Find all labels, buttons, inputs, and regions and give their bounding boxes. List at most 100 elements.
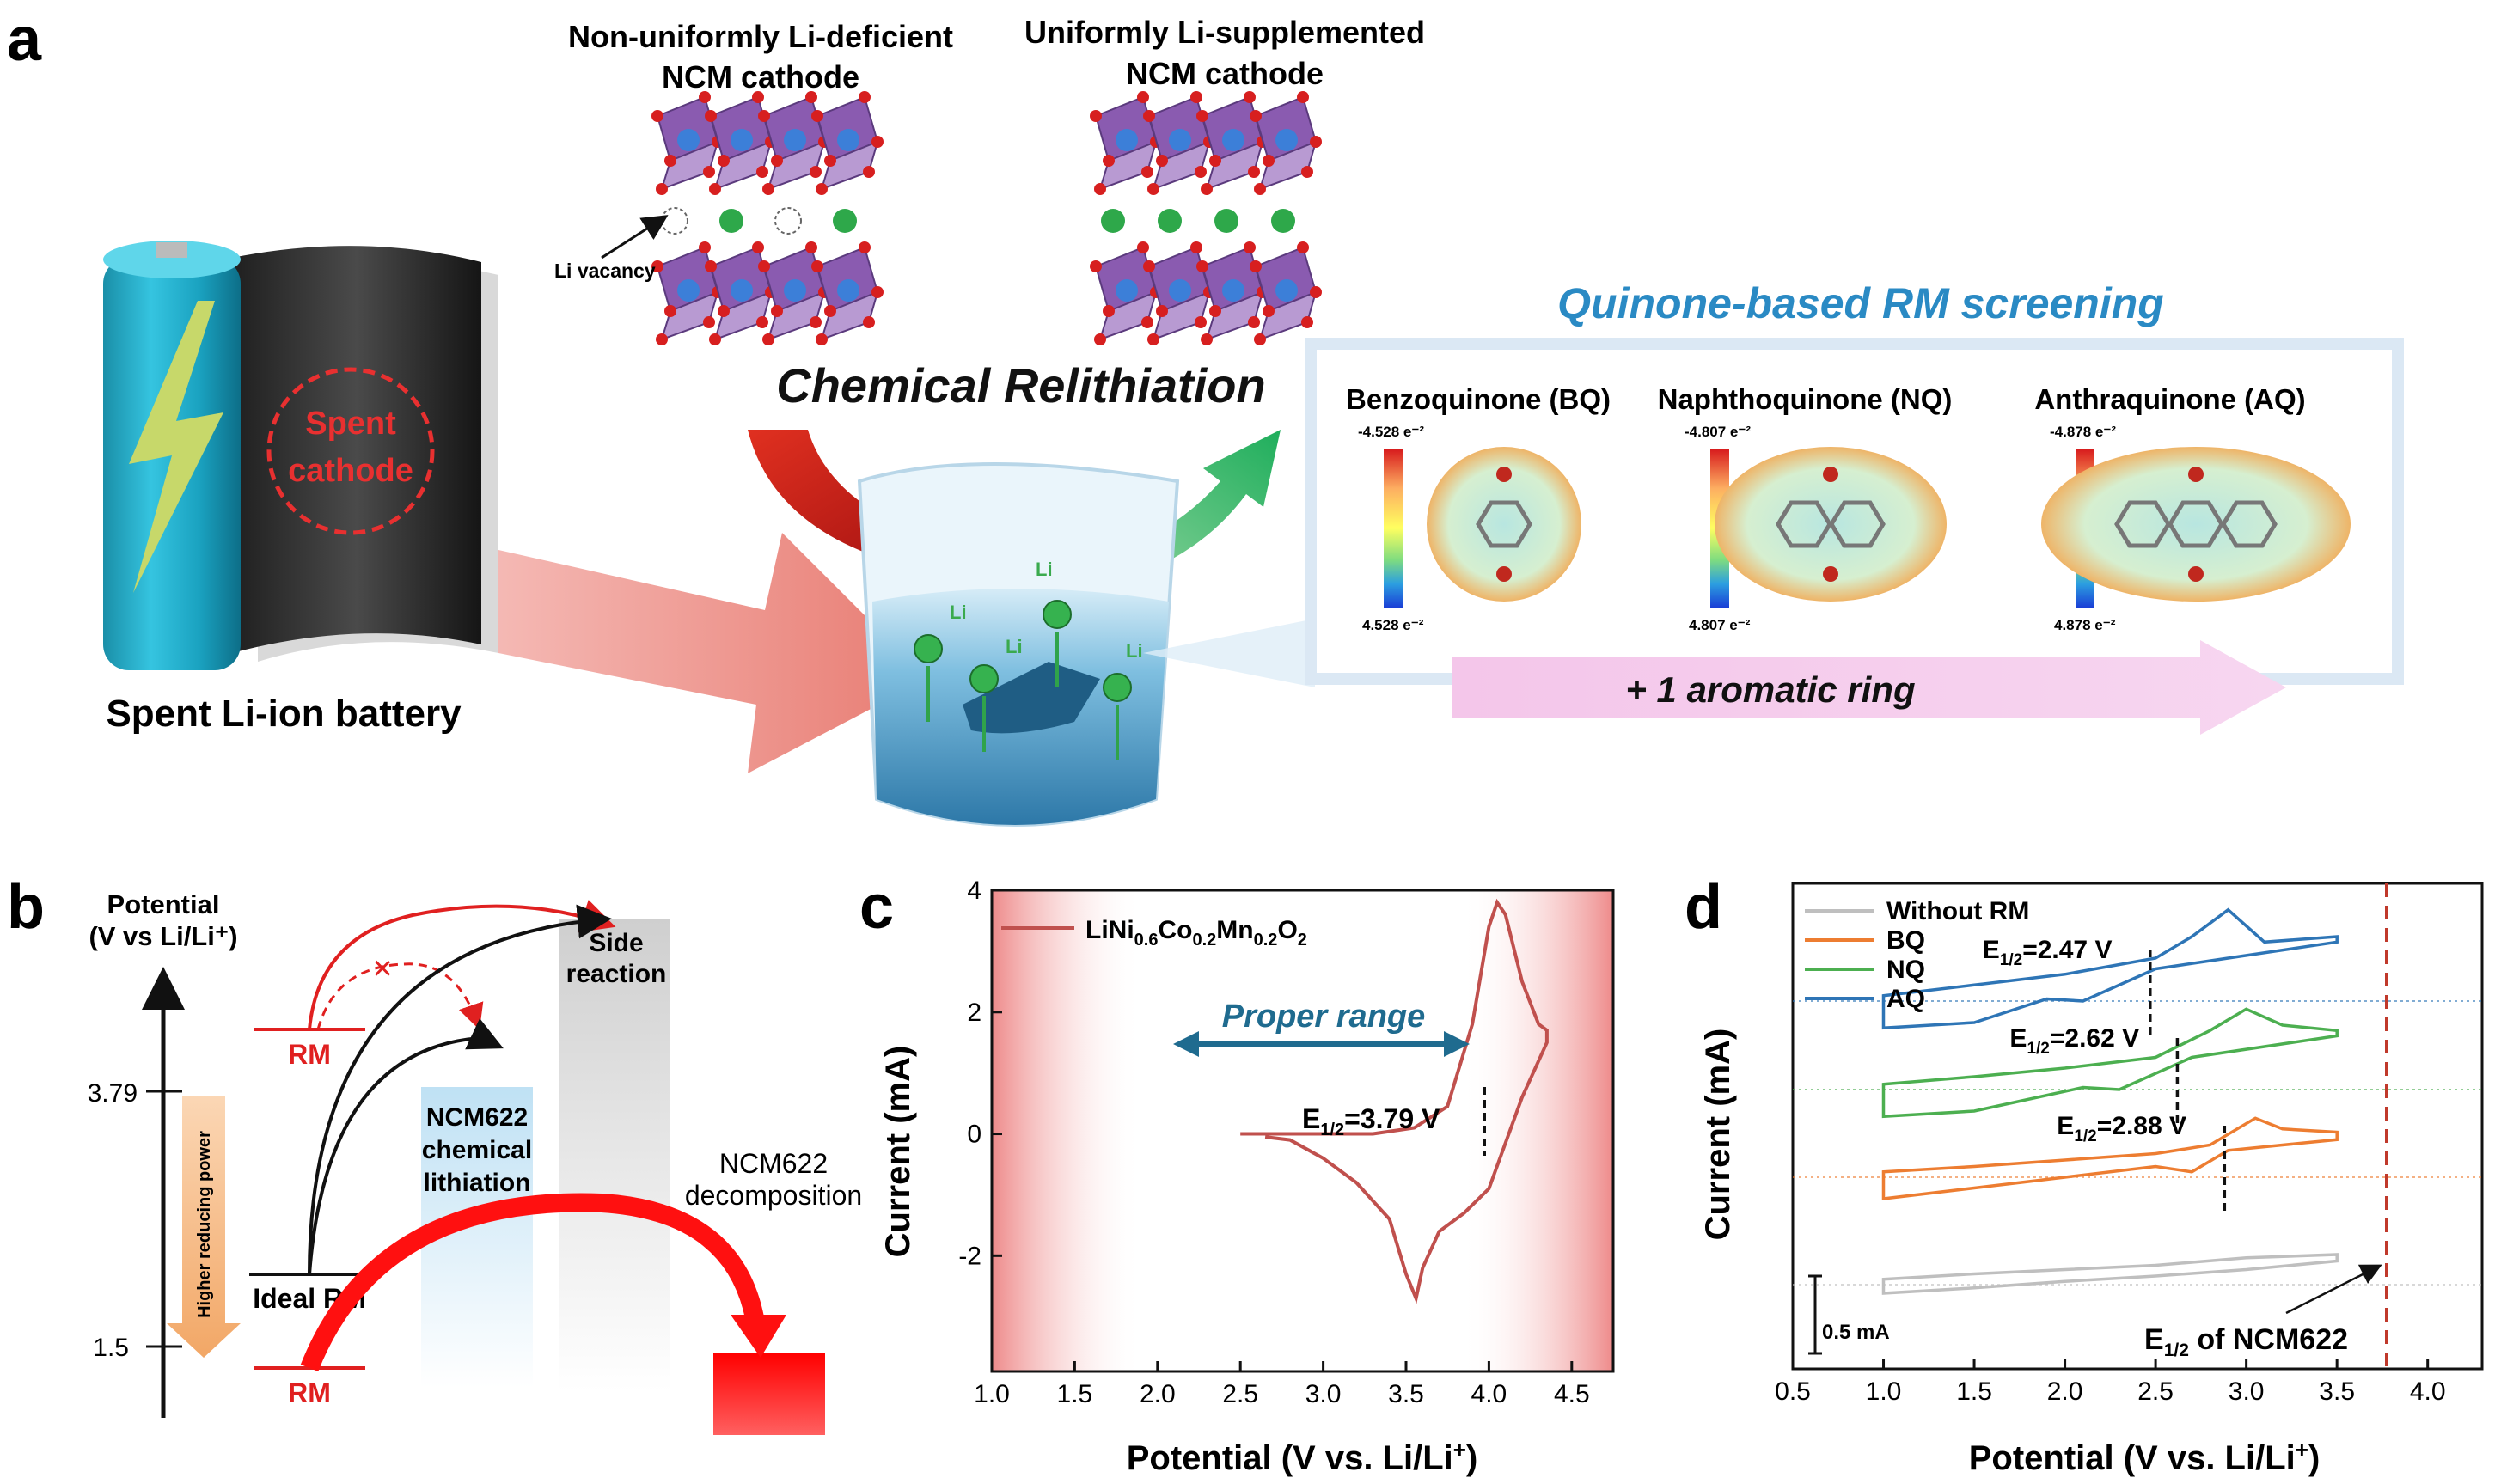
li-symbol: Li [1006, 636, 1023, 657]
svg-text:NCM cathode: NCM cathode [1126, 56, 1324, 91]
oxygen-atom [718, 155, 730, 167]
screening-title: Quinone-based RM screening [1557, 279, 2164, 327]
e-half-label: E1/2=2.47 V [1983, 936, 2113, 969]
molecule-name: Anthraquinone (AQ) [2034, 383, 2305, 415]
oxygen-atom [1143, 260, 1155, 272]
big-arrow [498, 533, 928, 773]
oxygen-atom [1310, 286, 1322, 298]
oxygen-atom [1195, 166, 1207, 178]
oxygen-atom [1254, 333, 1266, 345]
oxygen-atom [805, 91, 817, 103]
oxygen-atom [1248, 166, 1260, 178]
oxygen-atom [718, 305, 730, 317]
x-tick-label: 3.5 [1388, 1380, 1424, 1408]
reducing-power-arrow [167, 1096, 241, 1358]
metal-atom [1222, 129, 1244, 151]
x-tick-label: 2.0 [2047, 1377, 2083, 1406]
li-symbol: Li [1036, 559, 1053, 580]
oxygen-atom [871, 286, 884, 298]
x-tick-label: 4.5 [1554, 1380, 1590, 1408]
oxygen-atom [762, 333, 774, 345]
y-tick-label: -2 [958, 1242, 981, 1270]
cv-curve-without-rm [1881, 1253, 2339, 1295]
chemical-relithiation-label: Chemical Relithiation [776, 358, 1265, 412]
oxygen-atom [1254, 183, 1266, 195]
oxygen-atom [1143, 110, 1155, 122]
metal-atom [677, 279, 700, 302]
li-atom [1214, 209, 1238, 233]
oxygen-atom [1196, 260, 1208, 272]
oxygen-atom [1496, 566, 1512, 582]
svg-text:NCM cathode: NCM cathode [662, 59, 859, 95]
svg-text:(V vs Li/Li⁺): (V vs Li/Li⁺) [89, 921, 237, 951]
li-ion [969, 664, 999, 693]
legend-label: Without RM [1886, 897, 2029, 925]
metal-atom [1275, 129, 1298, 151]
li-ion [1043, 600, 1072, 629]
oxygen-atom [709, 183, 721, 195]
green-curved-arrow [1057, 430, 1281, 593]
oxygen-atom [824, 305, 836, 317]
colorbar-bottom-label: 4.807 e⁻² [1689, 617, 1751, 633]
oxygen-atom [1297, 241, 1309, 253]
y-tick-label: 4 [967, 876, 981, 905]
colorbar-top-label: -4.807 e⁻² [1685, 424, 1751, 440]
metal-atom [784, 129, 806, 151]
oxygen-atom [1156, 155, 1168, 167]
li-atom [833, 209, 857, 233]
oxygen-atom [2188, 467, 2204, 482]
xlabel-c: Potential (V vs. Li/Li+) [1127, 1437, 1478, 1477]
oxygen-atom [1156, 305, 1168, 317]
x-tick-label: 2.0 [1140, 1380, 1176, 1408]
oxygen-atom [1244, 241, 1256, 253]
decomposition-block [713, 1353, 825, 1435]
x-tick-label: 4.0 [2410, 1377, 2446, 1406]
panel-label-c: c [859, 873, 894, 942]
li-symbol: Li [950, 602, 967, 623]
oxygen-atom [705, 260, 717, 272]
scale-bar-label: 0.5 mA [1822, 1321, 1890, 1344]
oxygen-atom [703, 166, 715, 178]
esp-surface [2041, 447, 2351, 602]
svg-text:Side: Side [589, 929, 643, 957]
x-tick-label: 1.5 [1956, 1377, 1992, 1406]
x-tick-label: 1.0 [1866, 1377, 1902, 1406]
oxygen-atom [805, 241, 817, 253]
colorbar-top-label: -4.528 e⁻² [1358, 424, 1424, 440]
oxygen-atom [752, 241, 764, 253]
oxygen-atom [1094, 333, 1106, 345]
oxygen-atom [863, 166, 875, 178]
li-vacancy [661, 207, 688, 235]
metal-atom [837, 279, 859, 302]
oxygen-atom [1094, 183, 1106, 195]
oxygen-atom [1196, 110, 1208, 122]
legend-text: LiNi0.6Co0.2Mn0.2O2 [1085, 916, 1307, 950]
oxygen-atom [1301, 316, 1313, 328]
svg-text:decomposition: decomposition [685, 1180, 862, 1211]
panel-label-d: d [1685, 873, 1722, 942]
oxygen-atom [752, 91, 764, 103]
oxygen-atom [1090, 260, 1102, 272]
panel-label-b: b [7, 873, 45, 942]
spent-cathode-label: Spent [305, 406, 396, 442]
metal-atom [784, 279, 806, 302]
li-vacancy-label: Li vacancy [554, 260, 656, 282]
rm-label-bottom: RM [288, 1377, 331, 1408]
metal-atom [1169, 129, 1191, 151]
oxygen-atom [1195, 316, 1207, 328]
metal-atom [1275, 279, 1298, 302]
molecule-name: Benzoquinone (BQ) [1346, 383, 1611, 415]
metal-atom [837, 129, 859, 151]
decomposition-arrow [300, 1193, 766, 1372]
li-atom [1271, 209, 1295, 233]
oxygen-atom [2188, 566, 2204, 582]
oxygen-atom [1137, 91, 1149, 103]
li-atom [719, 209, 743, 233]
esp-surface [1427, 447, 1581, 602]
oxygen-atom [703, 316, 715, 328]
metal-atom [1116, 279, 1138, 302]
oxygen-atom [651, 260, 663, 272]
metal-atom [1222, 279, 1244, 302]
